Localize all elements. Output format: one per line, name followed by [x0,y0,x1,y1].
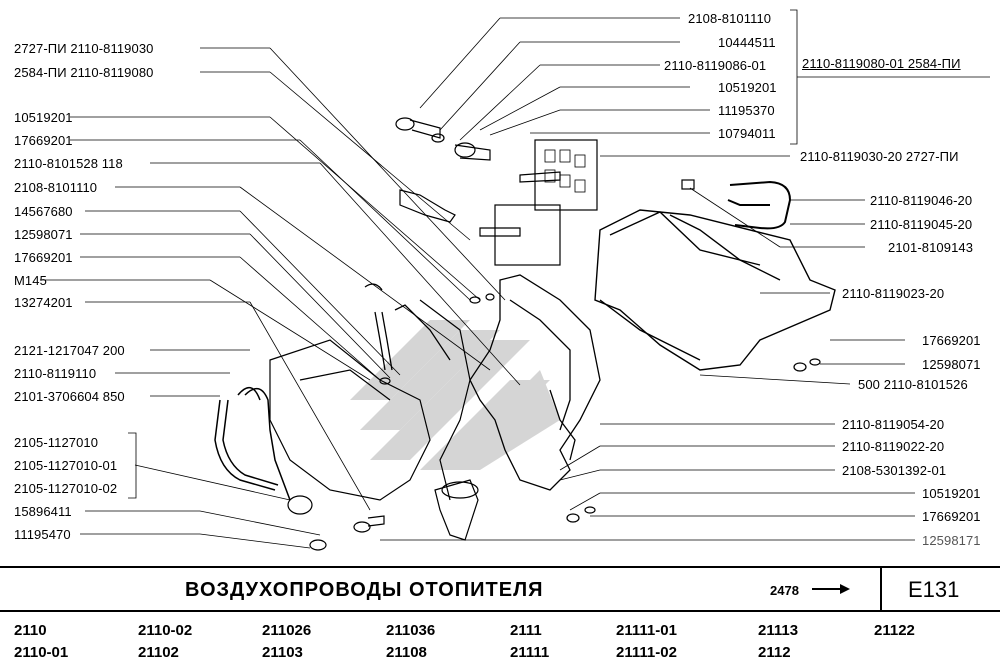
label-left-7: 14567680 [14,204,73,219]
label-right-top-4: 10519201 [718,80,777,95]
label-left-14: 2101-3706604 850 [14,389,125,404]
heater-duct-left [269,299,479,541]
label-right-14: 12598171 [922,533,981,548]
label-left-1: 2727-ПИ 2110-8119030 [14,41,154,56]
arrow-right-icon [812,584,850,594]
heater-valve [395,117,598,266]
label-left-11: 13274201 [14,295,73,310]
model-code: 21111 [510,644,550,661]
label-left-15: 2105-1127010 [14,435,99,450]
page-code: E131 [908,577,960,602]
model-code: 21102 [138,644,179,661]
title-bar: ВОЗДУХОПРОВОДЫ ОТОПИТЕЛЯ 2478 E131 [0,566,1000,612]
watermark-logo [350,320,560,470]
label-right-2: 2110-8119046-20 [870,193,973,208]
label-right-8: 500 2110-8101526 [858,377,968,392]
model-code: 21111-01 [616,622,677,639]
label-right-top-1: 2108-8101110 [688,11,772,26]
label-left-18: 15896411 [14,504,72,519]
model-code: 211026 [262,622,312,639]
label-right-4: 2101-8109143 [888,240,974,255]
label-left-5: 2110-8101528 118 [14,156,123,171]
hose [214,386,291,501]
label-right-top-5: 11195370 [718,103,775,118]
label-left-19: 11195470 [14,527,71,542]
label-right-10: 2110-8119022-20 [842,439,945,454]
label-left-4: 17669201 [14,133,73,148]
model-code: 21113 [758,622,799,639]
model-code: 21108 [386,644,427,661]
label-left-3: 10519201 [14,110,73,125]
model-code: 2110-02 [138,622,193,639]
label-left-2: 2584-ПИ 2110-8119080 [14,65,154,80]
label-right-5: 2110-8119023-20 [842,286,945,301]
label-right-6: 17669201 [922,333,981,348]
label-right-top-3: 2110-8119086-01 [664,58,767,73]
label-left-9: 17669201 [14,250,73,265]
label-right-3: 2110-8119045-20 [870,217,973,232]
label-bracket-right: 2110-8119080-01 2584-ПИ [802,56,961,71]
label-left-16: 2105-1127010-01 [14,458,118,473]
label-right-top-2: 10444511 [718,35,776,50]
title-divider [880,568,882,610]
model-code: 2110 [14,622,47,639]
page-title: ВОЗДУХОПРОВОДЫ ОТОПИТЕЛЯ [185,579,544,601]
reference-number: 2478 [770,583,799,598]
leader-lines [40,47,521,549]
model-code: 21111-02 [616,644,677,661]
heater-duct-center [469,274,601,491]
label-right-13: 17669201 [922,509,981,524]
label-right-11: 2108-5301392-01 [842,463,947,478]
label-right-12: 10519201 [922,486,981,501]
model-code: 21122 [874,622,915,639]
label-right-1: 2110-8119030-20 2727-ПИ [800,149,959,164]
model-code: 211036 [386,622,436,639]
label-left-6: 2108-8101110 [14,180,98,195]
label-right-9: 2110-8119054-20 [842,417,945,432]
model-code: 2110-01 [14,644,69,661]
model-code: 2111 [510,622,542,639]
label-left-13: 2110-8119110 [14,366,97,381]
model-code: 21103 [262,644,303,661]
label-left-12: 2121-1217047 200 [14,343,125,358]
label-left-8: 12598071 [14,227,73,242]
label-left-10: M145 [14,273,47,288]
tube-45 [727,180,792,230]
label-right-top-6: 10794011 [718,126,776,141]
label-right-7: 12598071 [922,357,981,372]
label-left-17: 2105-1127010-02 [14,481,118,496]
model-code: 2112 [758,644,791,661]
heater-duct-main [594,209,836,371]
